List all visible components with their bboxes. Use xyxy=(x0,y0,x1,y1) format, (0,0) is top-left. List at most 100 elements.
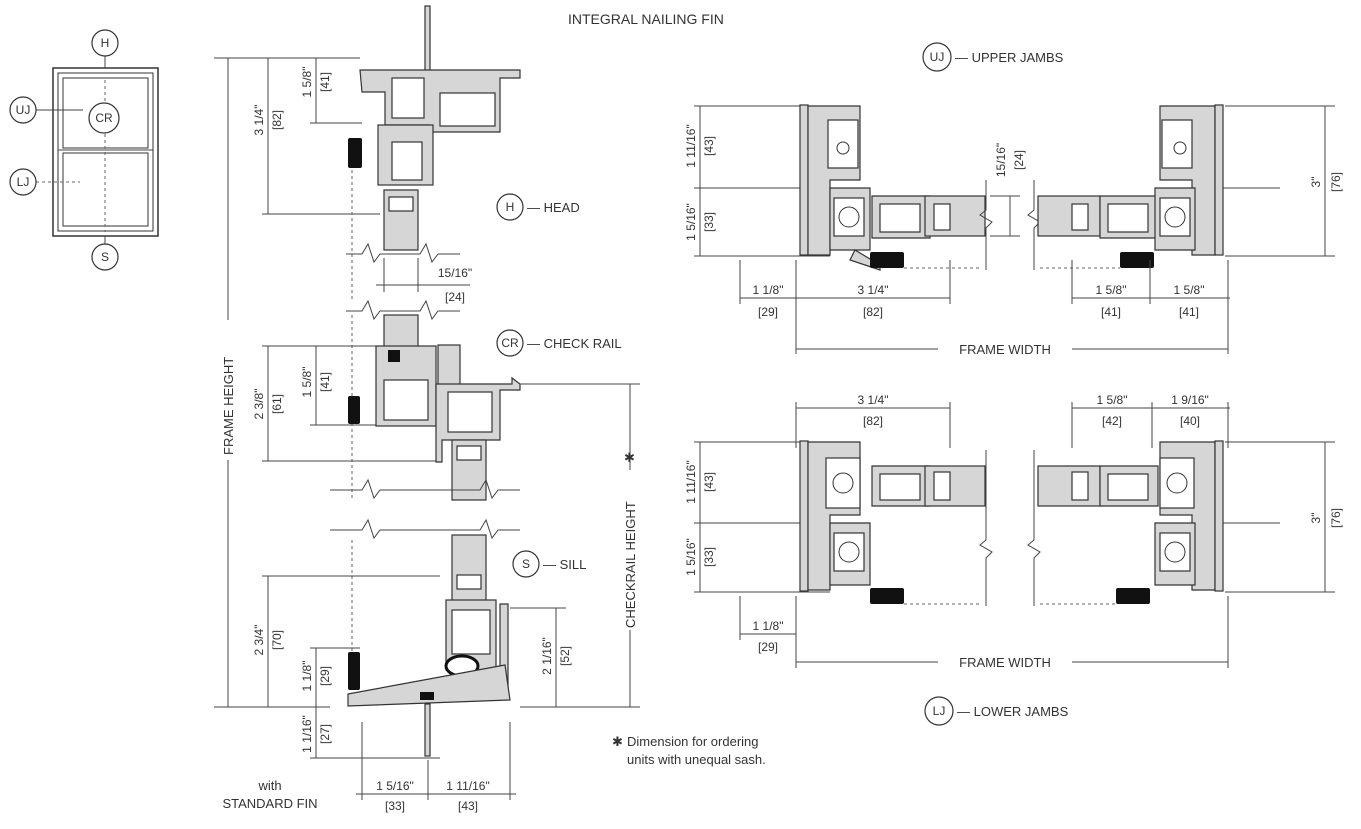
lj-top-right-mm: [40] xyxy=(1180,414,1200,428)
key-plan-cr-bubble xyxy=(88,102,120,134)
lj-bottom-mm: [33] xyxy=(702,547,716,567)
checkrail-sash-dim: 1 5/8" xyxy=(300,367,314,398)
with-label: with xyxy=(257,778,281,793)
sill-outer-mm: [52] xyxy=(558,646,572,666)
head-nailing-fin xyxy=(424,5,431,73)
checkrail-overall-dim: 2 3/8" xyxy=(252,389,266,420)
uj-top-dim: 1 11/16" xyxy=(684,124,698,167)
head-sash-profile xyxy=(391,141,423,181)
lj-top-dim: 1 11/16" xyxy=(684,460,698,503)
sill-nailing-fin xyxy=(424,703,431,757)
uj-frame-width-label: FRAME WIDTH xyxy=(959,342,1051,357)
head-callout-bubble xyxy=(496,193,524,221)
footnote: ✱ Dimension for ordering units with uneq… xyxy=(612,734,766,767)
checkrail-sash-mm: [41] xyxy=(318,372,332,392)
fin-left-mm: [33] xyxy=(385,799,405,813)
uj-top-mm: [43] xyxy=(702,136,716,156)
uj-right-sash-mm: [41] xyxy=(1101,305,1121,319)
fin-right-dim: 1 11/16" xyxy=(446,779,489,793)
key-plan-lj-bubble xyxy=(9,168,37,196)
uj-overall-dim: 3" xyxy=(1309,177,1323,188)
cr-callout-bubble xyxy=(496,329,524,357)
lj-frame-width-label: FRAME WIDTH xyxy=(959,655,1051,670)
uj-right-frame-dim: 1 5/8" xyxy=(1174,283,1205,297)
key-plan-head-bubble xyxy=(91,29,119,57)
uj-callout-bubble xyxy=(922,42,952,72)
key-plan-sill-bubble xyxy=(91,243,119,271)
standard-fin-label: STANDARD FIN xyxy=(222,796,317,811)
checkrail-overall-mm: [61] xyxy=(270,394,284,414)
uj-glass-dim: 15/16" xyxy=(994,143,1008,177)
lj-right-glass xyxy=(1037,465,1101,507)
fin-dim: 1 1/16" xyxy=(300,715,314,753)
footnote-line1: Dimension for ordering xyxy=(627,734,759,749)
vertical-section: FRAME HEIGHT 3 1/4" [82] 1 5/8" [41] 15/… xyxy=(214,5,640,813)
head-sash-dim: 1 5/8" xyxy=(300,67,314,98)
key-plan-uj-label: UJ xyxy=(16,103,31,117)
lj-callout-label: — LOWER JAMBS xyxy=(957,704,1069,719)
lj-left-fin-dim: 1 1/8" xyxy=(753,619,784,633)
glass-mm: [24] xyxy=(445,290,465,304)
key-plan-lj-label: LJ xyxy=(17,175,30,189)
key-plan: H UJ CR LJ S xyxy=(9,29,159,271)
lj-bottom-dim: 1 5/16" xyxy=(684,538,698,576)
head-overall-mm: [82] xyxy=(270,110,284,130)
uj-right-sash-dim: 1 5/8" xyxy=(1096,283,1127,297)
uj-right-frame-mm: [41] xyxy=(1179,305,1199,319)
lj-overall-dim: 3" xyxy=(1309,513,1323,524)
drawing-title: INTEGRAL NAILING FIN xyxy=(568,11,724,27)
upper-jambs-section: UJ — UPPER JAMBS 1 11/16" [43] 1 5/16" [… xyxy=(684,42,1343,357)
fin-mm: [27] xyxy=(318,724,332,744)
sill-callout-label: — SILL xyxy=(543,557,586,572)
key-plan-uj-bubble xyxy=(9,96,37,124)
checkrail-height-label: CHECKRAIL HEIGHT xyxy=(623,501,638,628)
fin-right-mm: [43] xyxy=(458,799,478,813)
sill-overall-dim: 2 3/4" xyxy=(252,625,266,656)
head-callout-label: — HEAD xyxy=(527,200,580,215)
lj-top-right-dim: 1 9/16" xyxy=(1171,393,1209,407)
lj-callout-bubble xyxy=(924,696,954,726)
sill-overall-mm: [70] xyxy=(270,630,284,650)
uj-callout-letter: UJ xyxy=(930,50,945,64)
head-sash-mm: [41] xyxy=(318,72,332,92)
glass-dim: 15/16" xyxy=(438,266,472,280)
sill-outer-dim: 2 1/16" xyxy=(540,637,554,675)
key-plan-sill-label: S xyxy=(101,250,109,264)
key-plan-head-label: H xyxy=(101,36,110,50)
cr-callout-letter: CR xyxy=(501,336,519,350)
head-callout-letter: H xyxy=(506,200,515,214)
sill-low-dim: 1 1/8" xyxy=(300,661,314,692)
uj-callout-label: — UPPER JAMBS xyxy=(955,50,1064,65)
uj-left-fin-mm: [29] xyxy=(758,305,778,319)
lj-callout-letter: LJ xyxy=(933,704,946,718)
key-plan-cr-label: CR xyxy=(95,111,113,125)
lower-jambs-section: 3 1/4" [82] 1 5/8" [42] 1 9/16" [40] 1 1… xyxy=(684,393,1343,726)
sill-frame-profile xyxy=(347,664,511,707)
fin-left-dim: 1 5/16" xyxy=(376,779,414,793)
lj-top-left-dim: 3 1/4" xyxy=(858,393,889,407)
footnote-star: ✱ xyxy=(612,734,623,749)
lj-top-mm: [43] xyxy=(702,472,716,492)
head-overall-dim: 3 1/4" xyxy=(252,105,266,136)
uj-glass-mm: [24] xyxy=(1012,150,1026,170)
lj-left-fin-mm: [29] xyxy=(758,640,778,654)
lj-overall-mm: [76] xyxy=(1329,508,1343,528)
uj-right-glass xyxy=(1037,195,1101,237)
uj-bottom-mm: [33] xyxy=(702,212,716,232)
sill-callout-letter: S xyxy=(522,557,530,571)
uj-overall-mm: [76] xyxy=(1329,172,1343,192)
uj-left-frame-mm: [82] xyxy=(863,305,883,319)
lj-top-mid-dim: 1 5/8" xyxy=(1097,393,1128,407)
uj-bottom-dim: 1 5/16" xyxy=(684,203,698,241)
uj-left-frame-dim: 3 1/4" xyxy=(858,283,889,297)
sill-low-mm: [29] xyxy=(318,666,332,686)
lj-top-mid-mm: [42] xyxy=(1102,414,1122,428)
footnote-line2: units with unequal sash. xyxy=(627,752,766,767)
lj-top-left-mm: [82] xyxy=(863,414,883,428)
frame-height-label: FRAME HEIGHT xyxy=(221,357,236,455)
checkrail-height-star: ✱ xyxy=(624,450,635,465)
cr-callout-label: — CHECK RAIL xyxy=(527,336,622,351)
sill-callout-bubble xyxy=(512,550,540,578)
uj-left-fin-dim: 1 1/8" xyxy=(753,283,784,297)
